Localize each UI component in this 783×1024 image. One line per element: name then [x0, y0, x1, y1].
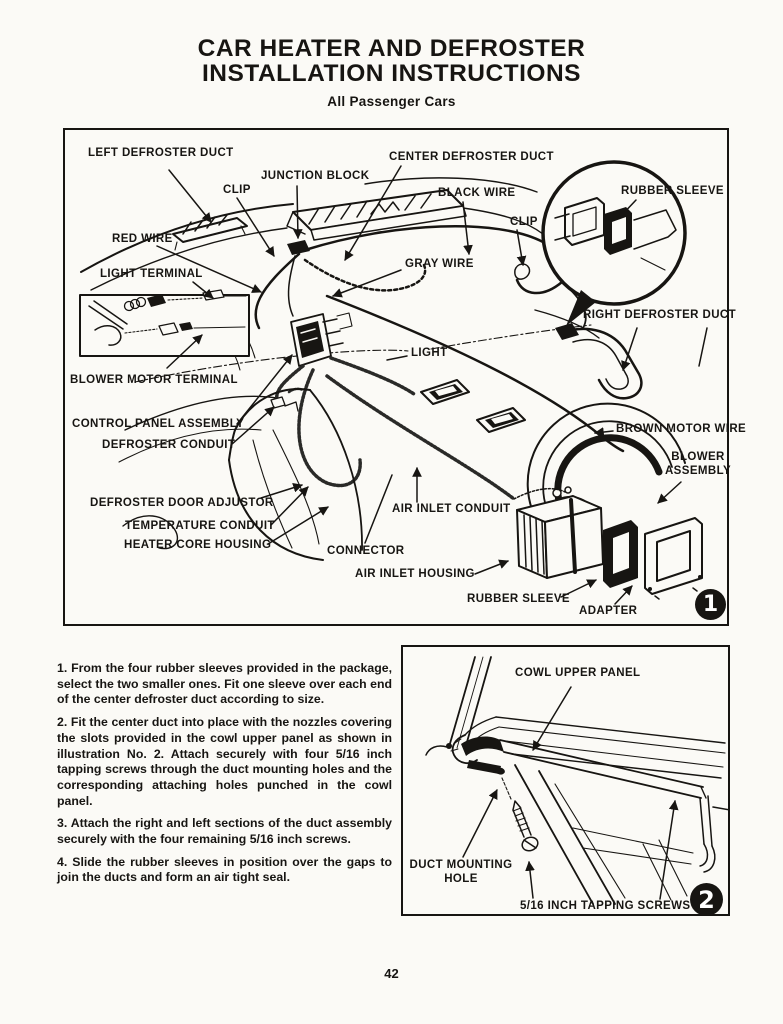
- instruction-step-1: 1. From the four rubber sleeves provided…: [57, 661, 392, 707]
- label-defroster-conduit: DEFROSTER CONDUIT: [102, 439, 236, 451]
- left-defroster-duct-shape: [172, 214, 248, 251]
- heater-installation-diagram: [79, 160, 708, 605]
- label-light-terminal: LIGHT TERMINAL: [100, 268, 203, 280]
- heater-housing-shape: [228, 388, 363, 561]
- label-control-panel-assembly: CONTROL PANEL ASSEMBLY: [72, 418, 245, 430]
- figure-1: LEFT DEFROSTER DUCT CLIP JUNCTION BLOCK …: [63, 128, 746, 626]
- adapter-shape: [644, 517, 703, 600]
- callout-leaders: [156, 165, 708, 605]
- control-panel-shape: [290, 312, 353, 367]
- label-connector: CONNECTOR: [327, 545, 405, 557]
- label-right-defroster-duct: RIGHT DEFROSTER DUCT: [583, 309, 737, 321]
- title-line1: CAR HEATER AND DEFROSTER: [197, 35, 586, 62]
- magnifier-circle-inset: [541, 160, 687, 326]
- label-cowl-upper-panel: COWL UPPER PANEL: [515, 667, 641, 679]
- label-center-defroster-duct: CENTER DEFROSTER DUCT: [389, 151, 554, 163]
- label-duct-mounting-hole-line2: HOLE: [444, 873, 478, 885]
- conduit-braids: [275, 356, 516, 501]
- label-air-inlet-conduit: AIR INLET CONDUIT: [392, 503, 511, 515]
- label-duct-mounting-hole-line1: DUCT MOUNTING: [409, 859, 513, 871]
- label-left-defroster-duct: LEFT DEFROSTER DUCT: [88, 147, 234, 159]
- title-subtitle: All Passenger Cars: [327, 94, 456, 109]
- label-junction-block: JUNCTION BLOCK: [261, 170, 370, 182]
- label-temperature-conduit: TEMPERATURE CONDUIT: [125, 520, 275, 532]
- right-defroster-duct-shape: [555, 323, 643, 400]
- terminal-inset-box: [79, 289, 250, 357]
- figure-2-number-badge: 2: [690, 883, 723, 916]
- cowl-panel-diagram: [425, 656, 728, 905]
- label-duct-mounting-hole: DUCT MOUNTING HOLE: [405, 858, 517, 886]
- figure-1-number-badge: 1: [695, 589, 726, 620]
- label-blower-motor-terminal: BLOWER MOTOR TERMINAL: [70, 374, 238, 386]
- duct-channel-section: [425, 734, 504, 774]
- label-brown-motor-wire: BROWN MOTOR WIRE: [616, 423, 747, 435]
- tapping-screw-shape: [501, 777, 539, 852]
- label-rubber-sleeve-inset: RUBBER SLEEVE: [621, 185, 724, 197]
- label-clip-left: CLIP: [223, 184, 251, 196]
- label-light: LIGHT: [411, 347, 448, 359]
- label-black-wire: BLACK WIRE: [438, 187, 516, 199]
- mounting-hole-shape: [495, 767, 505, 775]
- label-clip-right: CLIP: [510, 216, 538, 228]
- title-line2: INSTALLATION INSTRUCTIONS: [201, 60, 582, 87]
- cowl-panel-lines: [464, 716, 726, 799]
- label-blower-assembly-line2: ASSEMBLY: [664, 465, 732, 477]
- page-number: 42: [384, 966, 399, 981]
- label-tapping-screws: 5/16 INCH TAPPING SCREWS: [520, 900, 691, 912]
- label-heater-core-housing: HEATER CORE HOUSING: [124, 539, 272, 551]
- label-defroster-door-adjustor: DEFROSTER DOOR ADJUSTOR: [90, 497, 274, 509]
- instructions: 1. From the four rubber sleeves provided…: [57, 661, 392, 893]
- outlet-nozzles: [420, 379, 526, 433]
- label-blower-assembly: BLOWER ASSEMBLY: [643, 450, 753, 478]
- body-brace-lines: [514, 764, 728, 905]
- instruction-step-2: 2. Fit the center duct into place with t…: [57, 715, 392, 808]
- instruction-step-4: 4. Slide the rubber sleeves in position …: [57, 854, 392, 885]
- instruction-step-3: 3. Attach the right and left sections of…: [57, 816, 392, 847]
- label-gray-wire: GRAY WIRE: [405, 258, 474, 270]
- label-blower-assembly-line1: BLOWER: [671, 451, 725, 463]
- figure-2: COWL UPPER PANEL DUCT MOUNTING HOLE 5/16…: [401, 645, 730, 916]
- label-adapter: ADAPTER: [579, 605, 638, 617]
- label-rubber-sleeve-bottom: RUBBER SLEEVE: [467, 593, 570, 605]
- a-pillar-lines: [448, 656, 492, 750]
- rubber-sleeve-shape: [603, 520, 638, 588]
- label-air-inlet-housing: AIR INLET HOUSING: [355, 568, 475, 580]
- page-title-block: CAR HEATER AND DEFROSTER INSTALLATION IN…: [0, 36, 783, 114]
- conduit-ends: [270, 396, 299, 412]
- label-red-wire: RED WIRE: [112, 233, 173, 245]
- callout-leaders: [462, 686, 679, 900]
- heater-core-box: [513, 486, 604, 579]
